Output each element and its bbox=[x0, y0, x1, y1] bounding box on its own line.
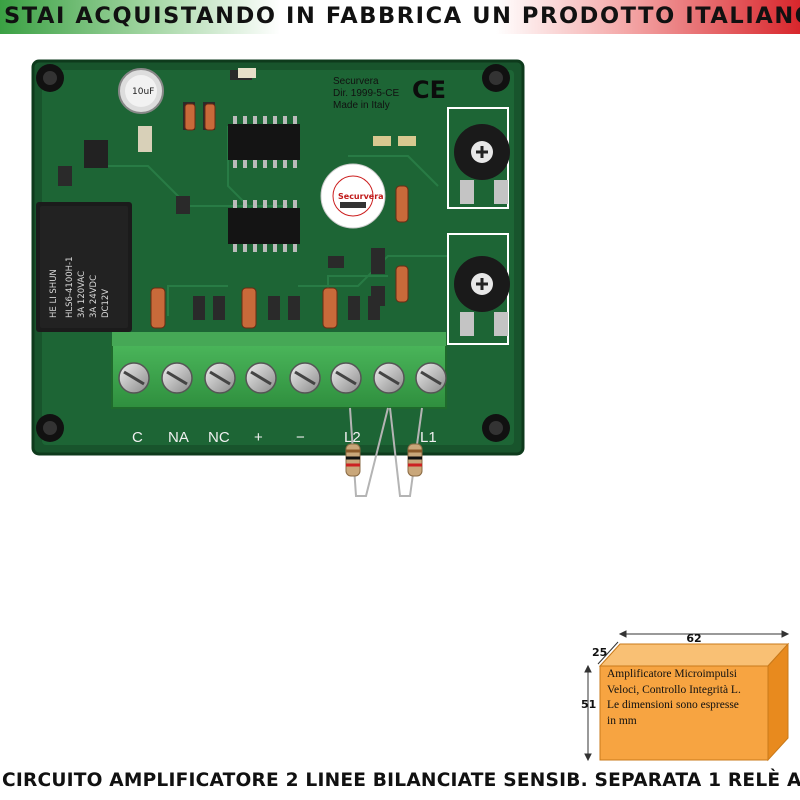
glass-diode bbox=[395, 265, 409, 303]
italian-flag-banner bbox=[0, 0, 800, 34]
width-label: 62 bbox=[686, 632, 701, 645]
silkscreen-directive: Dir. 1999-5-CE bbox=[333, 88, 399, 99]
glass-diode bbox=[322, 287, 338, 329]
svg-text:3A 120VAC: 3A 120VAC bbox=[77, 271, 87, 318]
securvera-logo-sticker: Securvera bbox=[320, 163, 386, 229]
dimension-line-2: Veloci, Controllo Integrità L. bbox=[607, 683, 741, 696]
dimension-box bbox=[598, 642, 790, 762]
pcb-product-photo: 10uF bbox=[31, 59, 525, 497]
silkscreen-brand: Securvera bbox=[333, 76, 379, 87]
silkscreen-origin: Made in Italy bbox=[333, 100, 390, 111]
dimension-line-4: in mm bbox=[607, 714, 637, 727]
balancing-resistors bbox=[345, 407, 423, 497]
trimmer-potentiometer-1 bbox=[447, 107, 510, 209]
svg-text:10uF: 10uF bbox=[132, 87, 154, 97]
svg-text:DC12V: DC12V bbox=[101, 289, 111, 318]
banner-title: STAI ACQUISTANDO IN FABBRICA UN PRODOTTO… bbox=[4, 3, 800, 29]
dimension-arrows bbox=[584, 630, 790, 762]
terminal-label-c: C bbox=[132, 429, 143, 446]
svg-text:3A 24VDC: 3A 24VDC bbox=[89, 275, 99, 318]
depth-label: 25 bbox=[592, 646, 607, 659]
dimension-line-3: Le dimensioni sono espresse bbox=[607, 699, 739, 711]
integrated-circuit-1 bbox=[228, 116, 300, 168]
terminal-label-l1: L1 bbox=[420, 429, 437, 446]
dimension-line-1: Amplificatore Microimpulsi bbox=[607, 668, 737, 680]
svg-text:HLS6-4100H-1: HLS6-4100H-1 bbox=[65, 257, 75, 319]
product-caption: CIRCUITO AMPLIFICATORE 2 LINEE BILANCIAT… bbox=[2, 770, 800, 791]
ce-mark: CE bbox=[412, 76, 446, 104]
terminal-label-plus: + bbox=[254, 429, 263, 446]
integrated-circuit-2 bbox=[228, 200, 300, 252]
screw-terminal-block bbox=[111, 332, 447, 409]
height-label: 51 bbox=[581, 698, 596, 711]
glass-diode bbox=[150, 287, 166, 329]
glass-diode bbox=[395, 185, 409, 223]
terminal-label-minus: − bbox=[296, 429, 305, 446]
relay: HE LI SHUN HLS6-4100H-1 3A 120VAC 3A 24V… bbox=[36, 202, 132, 332]
svg-text:HE LI SHUN: HE LI SHUN bbox=[49, 269, 59, 318]
terminal-label-na: NA bbox=[168, 429, 189, 446]
dimension-description: Amplificatore Microimpulsi Veloci, Contr… bbox=[607, 667, 757, 729]
glass-diode bbox=[184, 103, 196, 131]
glass-diode bbox=[241, 287, 257, 329]
electrolytic-capacitor: 10uF bbox=[118, 68, 164, 114]
logo-brand: Securvera bbox=[338, 192, 384, 201]
trimmer-potentiometer-2 bbox=[447, 233, 510, 345]
glass-diode bbox=[204, 103, 216, 131]
terminal-label-nc: NC bbox=[208, 429, 230, 446]
dimension-diagram: 62 25 51 bbox=[581, 630, 790, 762]
